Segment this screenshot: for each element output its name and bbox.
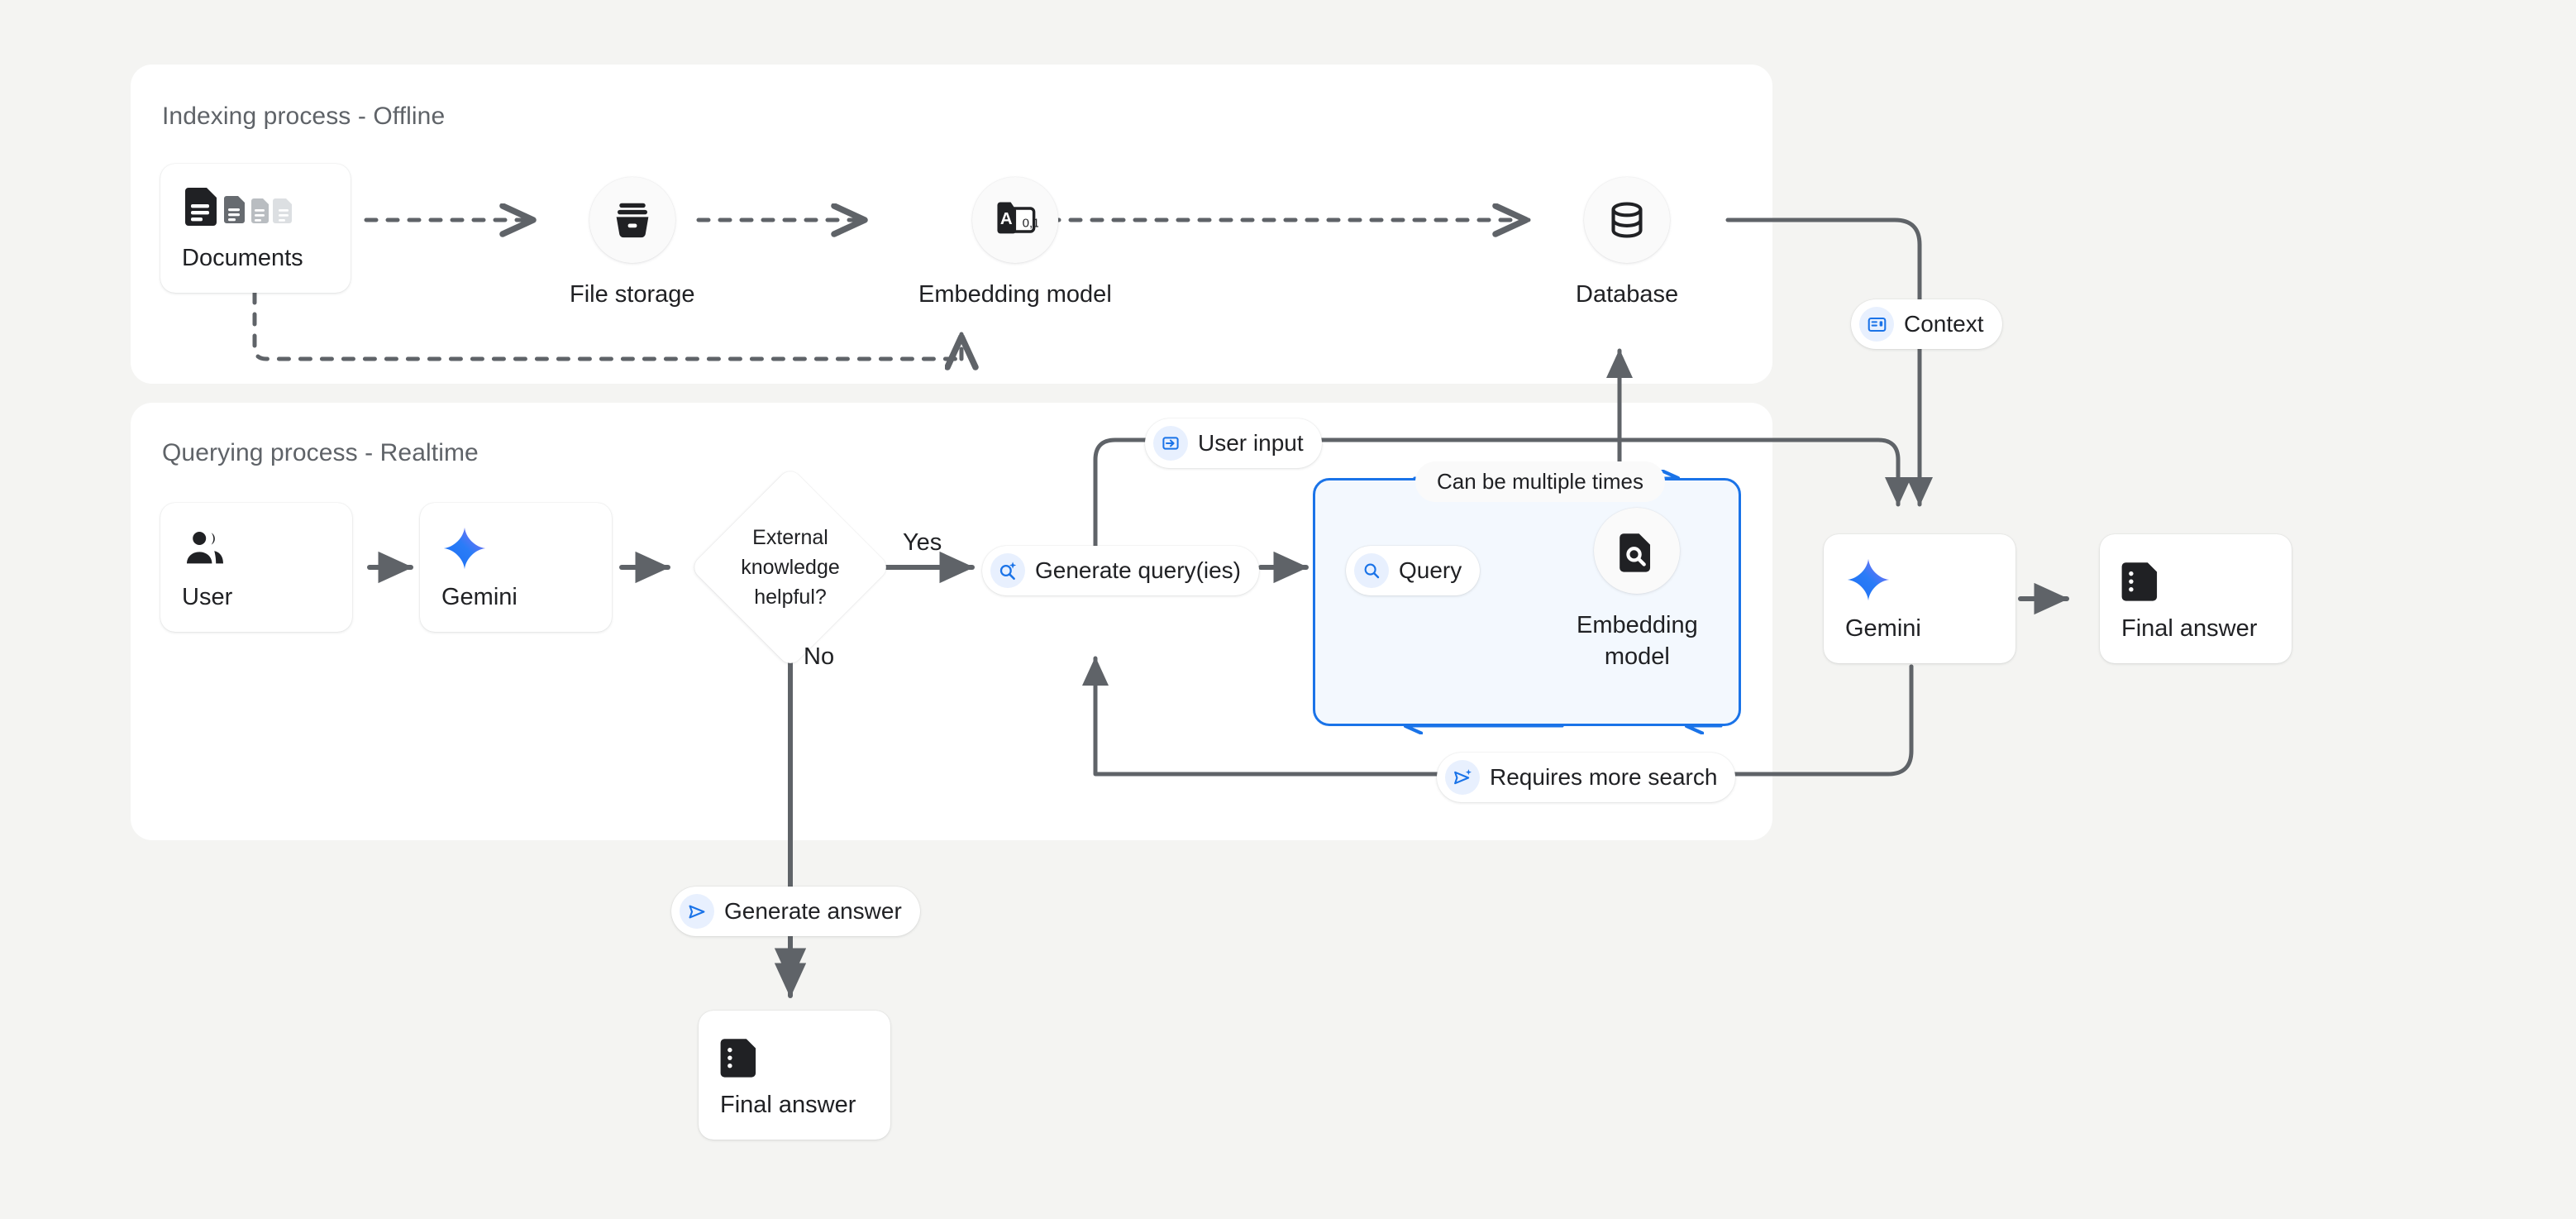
embedding-model-circle: 0,1 A [971, 177, 1058, 263]
user-input-label: User input [1198, 430, 1304, 456]
documents-icon [182, 185, 329, 233]
context-label: Context [1904, 311, 1984, 337]
chip-user-input[interactable]: User input [1145, 418, 1322, 468]
documents-label: Documents [182, 244, 303, 271]
panel-querying-title: Querying process - Realtime [162, 439, 479, 466]
user-group-icon [182, 524, 331, 572]
generate-answer-label: Generate answer [724, 898, 902, 924]
send-sparkle-icon [1445, 760, 1480, 795]
input-arrow-icon [1153, 426, 1188, 461]
svg-text:0,1: 0,1 [1022, 217, 1038, 231]
node-database[interactable]: Database [1576, 177, 1678, 311]
database-label: Database [1576, 281, 1679, 308]
node-file-storage[interactable]: File storage [570, 177, 695, 311]
node-final-answer-right[interactable]: Final answer [2100, 534, 2292, 663]
node-documents[interactable]: Documents [160, 164, 351, 293]
requires-more-search-label: Requires more search [1490, 764, 1718, 790]
edge-label-yes: Yes [903, 529, 942, 556]
chip-generate-answer[interactable]: Generate answer [671, 887, 920, 936]
gemini-label: Gemini [441, 583, 518, 610]
search-icon [1354, 553, 1389, 588]
gemini-final-label: Gemini [1845, 614, 1921, 642]
user-label: User [182, 583, 233, 610]
final-answer-bottom-label: Final answer [720, 1091, 856, 1118]
chip-query[interactable]: Query [1346, 546, 1481, 595]
chip-context[interactable]: Context [1851, 299, 2002, 349]
embedding-model-label: Embedding model [918, 281, 1112, 308]
node-gemini[interactable]: Gemini [420, 503, 612, 632]
inner-embedding-label: Embedding model [1577, 612, 1698, 670]
document-search-icon [1620, 533, 1651, 572]
edge-label-no: No [804, 643, 835, 670]
database-circle [1584, 177, 1671, 263]
node-user[interactable]: User [160, 503, 352, 632]
node-inner-embedding-model[interactable]: Embedding model [1577, 508, 1698, 672]
query-label: Query [1399, 557, 1462, 583]
generate-queries-label: Generate query(ies) [1035, 557, 1242, 583]
database-icon [1611, 202, 1643, 238]
node-embedding-model[interactable]: 0,1 A Embedding model [918, 177, 1112, 311]
file-storage-circle [589, 177, 675, 263]
chip-requires-more-search[interactable]: Requires more search [1437, 753, 1736, 802]
node-gemini-final[interactable]: Gemini [1824, 534, 2015, 663]
context-panel-icon [1859, 307, 1894, 342]
gemini-sparkle-icon [1845, 556, 1994, 604]
node-final-answer-bottom[interactable]: Final answer [699, 1011, 890, 1140]
embedding-model-icon: 0,1 A [997, 202, 1038, 234]
decision-label: External knowledge helpful? [741, 525, 840, 610]
final-answer-right-label: Final answer [2121, 614, 2258, 642]
send-icon [680, 894, 714, 929]
node-decision-external-knowledge[interactable]: External knowledge helpful? [689, 466, 891, 668]
answer-doc-icon [720, 1032, 869, 1080]
answer-doc-icon [2121, 556, 2270, 604]
inner-embedding-circle [1594, 508, 1681, 594]
search-sparkle-icon [990, 553, 1025, 588]
chip-generate-queries[interactable]: Generate query(ies) [982, 546, 1260, 595]
file-storage-label: File storage [570, 281, 695, 308]
panel-indexing-title: Indexing process - Offline [162, 103, 446, 130]
file-storage-icon [616, 203, 649, 238]
chip-can-be-multiple-times: Can be multiple times [1415, 461, 1665, 502]
svg-text:A: A [1000, 209, 1013, 228]
gemini-sparkle-icon [441, 524, 590, 572]
